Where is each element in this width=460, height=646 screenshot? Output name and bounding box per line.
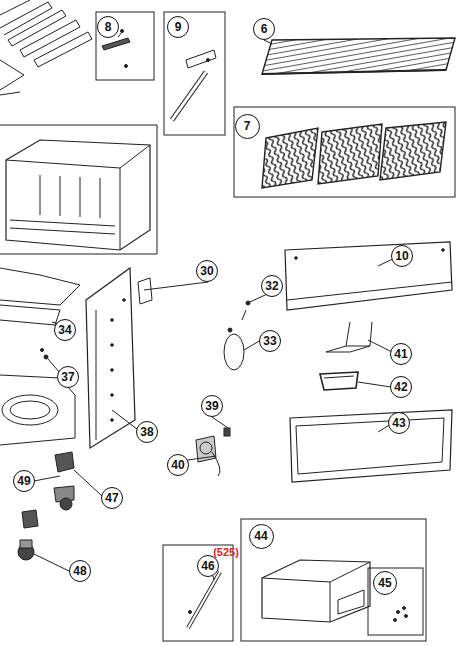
callout-number: 48: [69, 560, 91, 582]
callout-number: 32: [261, 275, 283, 297]
callout-number: 34: [54, 319, 76, 341]
callout-number: 7: [235, 114, 260, 139]
callout-number: 46: [197, 555, 219, 577]
callout-number: 39: [201, 395, 223, 417]
callout-number: 8: [97, 16, 119, 38]
quantity-note: (525): [213, 546, 239, 558]
callout-number: 45: [373, 571, 397, 595]
callout-number: 33: [259, 330, 281, 352]
callout-number: 40: [167, 454, 189, 476]
callout-number: 30: [196, 260, 218, 282]
callout-number: 47: [101, 487, 123, 509]
callout-number: 43: [388, 412, 410, 434]
callout-number: 9: [167, 16, 189, 38]
callout-number: 38: [136, 421, 158, 443]
callout-number: 10: [391, 245, 413, 267]
callout-number: 49: [13, 470, 35, 492]
callout-number: 37: [57, 366, 79, 388]
callout-number: 6: [253, 18, 275, 40]
callout-number: 42: [390, 376, 412, 398]
callout-number: 44: [249, 524, 274, 549]
callout-number: 41: [390, 343, 412, 365]
